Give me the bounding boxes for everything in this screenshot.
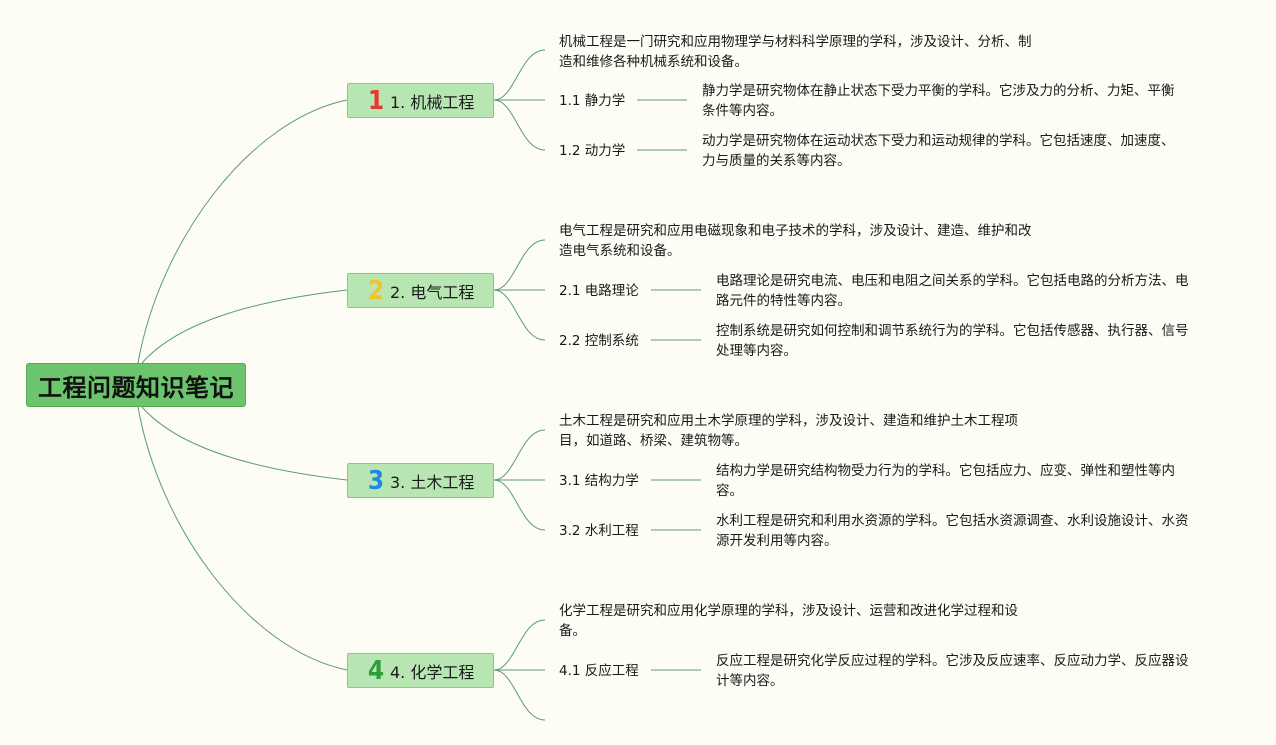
- number-badge-4-icon: 4: [367, 655, 385, 686]
- topic-description: 机械工程是一门研究和应用物理学与材料科学原理的学科，涉及设计、分析、制 造和维修…: [559, 34, 1032, 70]
- topic-label: 2. 电气工程: [390, 282, 475, 302]
- subtopic-description: 反应工程是研究化学反应过程的学科。它涉及反应速率、反应动力学、反应器设 计等内容…: [716, 653, 1189, 689]
- edge-root-topic-1: [137, 99, 348, 364]
- subtopic-description: 动力学是研究物体在运动状态下受力和运动规律的学科。它包括速度、加速度、 力与质量…: [702, 133, 1175, 169]
- subtopic-label[interactable]: 1.2 动力学: [559, 143, 626, 159]
- subtopic-label[interactable]: 1.1 静力学: [559, 93, 626, 109]
- topic-node-1[interactable]: 1 1. 机械工程: [347, 83, 494, 118]
- subtopic-description: 控制系统是研究如何控制和调节系统行为的学科。它包括传感器、执行器、信号 处理等内…: [716, 323, 1189, 359]
- edge-root-topic-2: [141, 289, 348, 364]
- edge-root-topic-4: [137, 406, 348, 671]
- subtopic-label[interactable]: 2.2 控制系统: [559, 333, 639, 349]
- subtopic-description: 静力学是研究物体在静止状态下受力平衡的学科。它涉及力的分析、力矩、平衡 条件等内…: [702, 83, 1175, 119]
- topic-node-4[interactable]: 4 4. 化学工程: [347, 653, 494, 688]
- topic-description: 化学工程是研究和应用化学原理的学科，涉及设计、运营和改进化学过程和设 备。: [559, 603, 1018, 639]
- topic-node-3[interactable]: 3 3. 土木工程: [347, 463, 494, 498]
- subtopic-label[interactable]: 2.1 电路理论: [559, 283, 639, 299]
- topic-label: 4. 化学工程: [390, 662, 475, 682]
- topic-description: 电气工程是研究和应用电磁现象和电子技术的学科，涉及设计、建造、维护和改 造电气系…: [559, 223, 1032, 259]
- root-title: 工程问题知识笔记: [38, 373, 234, 402]
- topic-label: 1. 机械工程: [390, 92, 475, 112]
- topic-description: 土木工程是研究和应用土木学原理的学科，涉及设计、建造和维护土木工程项 目，如道路…: [559, 413, 1018, 449]
- topic-node-2[interactable]: 2 2. 电气工程: [347, 273, 494, 308]
- subtopic-description: 电路理论是研究电流、电压和电阻之间关系的学科。它包括电路的分析方法、电 路元件的…: [716, 273, 1189, 309]
- subtopic-label[interactable]: 3.2 水利工程: [559, 523, 639, 539]
- number-badge-3-icon: 3: [367, 465, 385, 496]
- subtopic-label[interactable]: 4.1 反应工程: [559, 663, 639, 679]
- subtopic-description: 结构力学是研究结构物受力行为的学科。它包括应力、应变、弹性和塑性等内 容。: [716, 463, 1175, 499]
- root-node[interactable]: 工程问题知识笔记: [26, 363, 246, 407]
- number-badge-1-icon: 1: [367, 85, 385, 116]
- edge-root-topic-3: [141, 406, 348, 481]
- number-badge-2-icon: 2: [367, 275, 385, 306]
- subtopic-label[interactable]: 3.1 结构力学: [559, 473, 639, 489]
- topic-label: 3. 土木工程: [390, 472, 475, 492]
- subtopic-description: 水利工程是研究和利用水资源的学科。它包括水资源调查、水利设施设计、水资 源开发利…: [716, 513, 1189, 549]
